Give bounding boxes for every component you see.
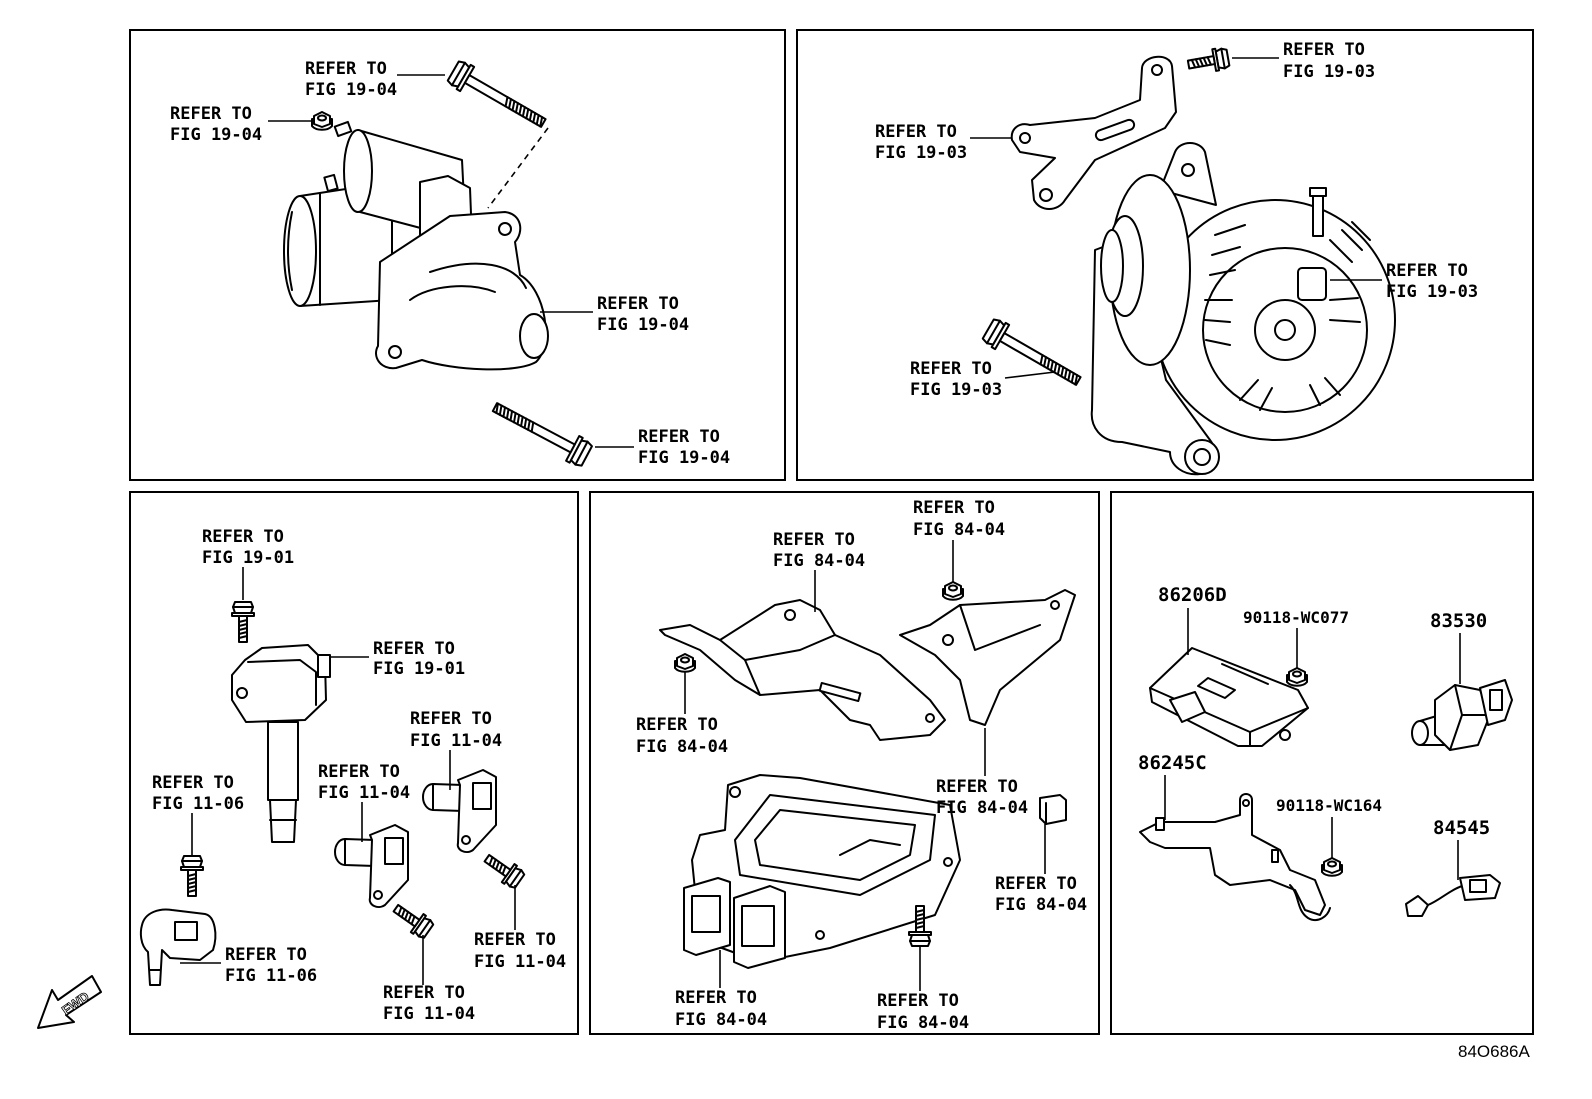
pressure-sensor	[1411, 679, 1513, 751]
fig-reference-link[interactable]: FIG 19-04	[170, 125, 262, 145]
refer-to-text: REFER TO	[877, 991, 959, 1011]
refer-to-text: REFER TO	[995, 874, 1077, 894]
starter-motor	[283, 120, 549, 371]
panel-misc-parts	[1110, 491, 1534, 1035]
ecu-bracket	[659, 599, 946, 741]
refer-to-text: REFER TO	[913, 498, 995, 518]
bracket-nut	[1321, 857, 1343, 877]
fig-reference-link[interactable]: FIG 19-03	[1386, 282, 1478, 302]
module-nut	[1286, 667, 1308, 687]
fig-reference-link[interactable]: FIG 19-01	[202, 548, 294, 568]
ecu-sub-bracket	[899, 589, 1076, 726]
refer-to-text: REFER TO	[170, 104, 252, 124]
alternator	[1090, 142, 1396, 476]
ignition-coil-bolt	[231, 601, 255, 643]
fig-reference-link[interactable]: FIG 11-06	[225, 966, 317, 986]
fig-reference-link[interactable]: FIG 19-03	[910, 380, 1002, 400]
crankshaft-position-sensor	[139, 908, 217, 986]
refer-to-text: REFER TO	[936, 777, 1018, 797]
part-number-label: 86245C	[1138, 752, 1207, 774]
refer-to-text: REFER TO	[383, 983, 465, 1003]
fig-reference-link[interactable]: FIG 11-04	[474, 952, 566, 972]
part-number-label: 84545	[1433, 817, 1490, 839]
refer-to-text: REFER TO	[305, 59, 387, 79]
panel-ecu	[589, 491, 1100, 1035]
temperature-sensor	[1405, 874, 1501, 917]
camshaft-position-sensor	[334, 824, 409, 908]
starter-lower-bolt	[487, 393, 595, 470]
fig-reference-link[interactable]: FIG 19-04	[305, 80, 397, 100]
fig-reference-link[interactable]: FIG 11-04	[318, 783, 410, 803]
part-number-label: 90118-WC077	[1243, 608, 1349, 627]
refer-to-text: REFER TO	[636, 715, 718, 735]
relay	[1039, 794, 1067, 825]
refer-to-text: REFER TO	[225, 945, 307, 965]
fig-reference-link[interactable]: FIG 84-04	[936, 798, 1028, 818]
control-module	[1149, 647, 1309, 747]
panel-starter	[129, 29, 786, 481]
fig-reference-link[interactable]: FIG 84-04	[773, 551, 865, 571]
cam-sensor-bolt	[388, 898, 436, 942]
leader-line	[1004, 371, 1056, 379]
refer-to-text: REFER TO	[638, 427, 720, 447]
refer-to-text: REFER TO	[773, 530, 855, 550]
refer-to-text: REFER TO	[1283, 40, 1365, 60]
sensor-bracket	[1139, 793, 1331, 922]
refer-to-text: REFER TO	[318, 762, 400, 782]
fig-reference-link[interactable]: FIG 84-04	[675, 1010, 767, 1030]
refer-to-text: REFER TO	[410, 709, 492, 729]
fig-reference-link[interactable]: FIG 19-03	[875, 143, 967, 163]
camshaft-position-sensor	[422, 769, 497, 853]
refer-to-text: REFER TO	[474, 930, 556, 950]
cam-sensor-bolt	[479, 848, 527, 892]
fig-reference-link[interactable]: FIG 11-04	[410, 731, 502, 751]
ignition-coil	[231, 644, 331, 843]
fig-reference-link[interactable]: FIG 19-04	[597, 315, 689, 335]
refer-to-text: REFER TO	[1386, 261, 1468, 281]
forward-direction-arrow-icon: FWD	[37, 975, 102, 1029]
refer-to-text: REFER TO	[910, 359, 992, 379]
fig-reference-link[interactable]: FIG 84-04	[636, 737, 728, 757]
refer-to-text: REFER TO	[675, 988, 757, 1008]
bolt-install-path-line	[487, 127, 549, 209]
part-number-label: 83530	[1430, 610, 1487, 632]
refer-to-text: REFER TO	[152, 773, 234, 793]
fig-reference-link[interactable]: FIG 19-03	[1283, 62, 1375, 82]
refer-to-text: REFER TO	[373, 639, 455, 659]
part-number-label: 90118-WC164	[1276, 796, 1382, 815]
ecu-bracket-nut	[674, 653, 696, 673]
fig-reference-link[interactable]: FIG 19-01	[373, 659, 465, 679]
refer-to-text: REFER TO	[202, 527, 284, 547]
diagram-code: 84O686A	[1458, 1042, 1530, 1061]
panel-ignition-sensors	[129, 491, 579, 1035]
fig-reference-link[interactable]: FIG 11-06	[152, 794, 244, 814]
fig-reference-link[interactable]: FIG 84-04	[877, 1013, 969, 1033]
starter-upper-bolt	[445, 57, 552, 137]
crank-sensor-bolt	[180, 855, 204, 897]
fig-reference-link[interactable]: FIG 84-04	[995, 895, 1087, 915]
part-number-label: 86206D	[1158, 584, 1227, 606]
fig-reference-link[interactable]: FIG 84-04	[913, 520, 1005, 540]
alternator-small-bolt	[1185, 45, 1231, 77]
engine-control-unit	[683, 774, 961, 969]
alternator-bracket	[1010, 55, 1177, 210]
fig-reference-link[interactable]: FIG 11-04	[383, 1004, 475, 1024]
fig-reference-link[interactable]: FIG 19-04	[638, 448, 730, 468]
panel-alternator	[796, 29, 1534, 481]
refer-to-text: REFER TO	[875, 122, 957, 142]
refer-to-text: REFER TO	[597, 294, 679, 314]
starter-nut	[311, 111, 333, 131]
ecu-bracket-nut	[942, 581, 964, 601]
